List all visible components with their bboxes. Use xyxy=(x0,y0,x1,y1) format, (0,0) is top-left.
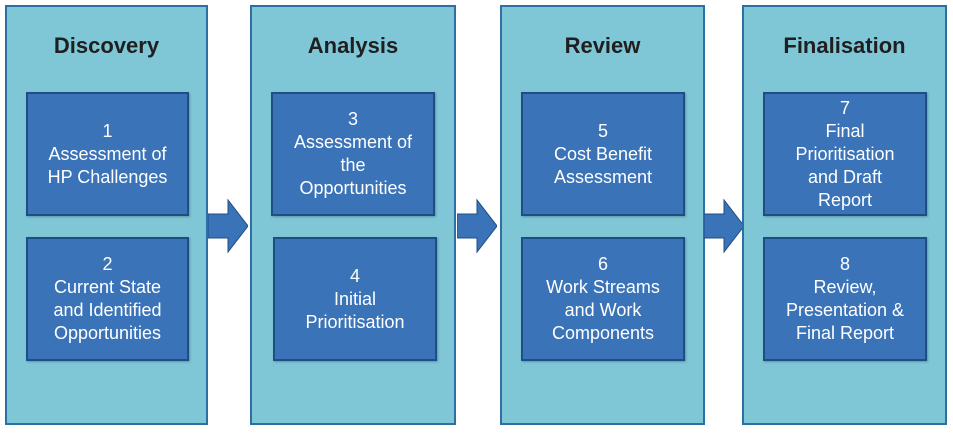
step-number: 7 xyxy=(839,97,850,118)
step-6-box: 6 Work Streams and Work Components xyxy=(521,237,685,361)
phase-discovery: Discovery 1 Assessment of HP Challenges … xyxy=(5,5,208,425)
step-label-line: Assessment of xyxy=(48,143,167,164)
step-number: 1 xyxy=(102,120,113,141)
phase-title: Discovery xyxy=(53,33,160,58)
step-8-box: 8 Review, Presentation & Final Report xyxy=(763,237,927,361)
phase-finalisation: Finalisation 7 Final Prioritisation and … xyxy=(742,5,947,425)
step-label-line: Final xyxy=(825,120,865,141)
phase-analysis: Analysis 3 Assessment of the Opportuniti… xyxy=(250,5,456,425)
step-4-box: 4 Initial Prioritisation xyxy=(273,237,437,361)
step-label-line: Assessment of xyxy=(293,132,413,152)
step-number: 6 xyxy=(597,254,608,274)
step-label-line: HP Challenges xyxy=(47,166,168,187)
right-arrow-icon xyxy=(457,198,497,254)
step-label-line: and Draft xyxy=(807,166,883,187)
step-label-line: Work Streams xyxy=(546,277,660,297)
step-number: 4 xyxy=(349,265,360,286)
arrow-shape xyxy=(457,198,497,254)
phase-title: Analysis xyxy=(307,33,399,58)
right-arrow-icon xyxy=(208,198,248,254)
arrow-shape xyxy=(208,198,248,254)
arrow-shape xyxy=(704,198,744,254)
step-7-box: 7 Final Prioritisation and Draft Report xyxy=(763,92,927,216)
step-label-line: Current State xyxy=(53,277,162,297)
step-label-line: and Identified xyxy=(53,300,162,320)
step-label-line: Assessment xyxy=(553,166,653,187)
step-label-line: Final Report xyxy=(795,323,895,343)
phase-review: Review 5 Cost Benefit Assessment 6 Work … xyxy=(500,5,705,425)
step-number: 5 xyxy=(597,120,608,141)
step-number: 8 xyxy=(839,254,850,274)
step-number: 3 xyxy=(347,109,358,129)
step-label-line: Opportunities xyxy=(53,323,162,343)
step-label-line: Initial xyxy=(333,288,377,309)
right-arrow-icon xyxy=(704,198,744,254)
step-label-line: Opportunities xyxy=(299,178,407,198)
step-1-box: 1 Assessment of HP Challenges xyxy=(26,92,189,216)
step-5-box: 5 Cost Benefit Assessment xyxy=(521,92,685,216)
step-label-line: Presentation & xyxy=(785,300,905,320)
step-2-box: 2 Current State and Identified Opportuni… xyxy=(26,237,189,361)
phase-title: Finalisation xyxy=(783,33,906,58)
step-label-line: Components xyxy=(551,323,655,343)
step-label-line: Report xyxy=(817,189,873,210)
step-label-line: and Work xyxy=(564,300,642,320)
step-label-line: Cost Benefit xyxy=(553,143,653,164)
step-label-line: Review, xyxy=(813,277,877,297)
step-label-line: Prioritisation xyxy=(305,311,405,332)
step-number: 2 xyxy=(102,254,113,274)
step-label-line: the xyxy=(340,155,366,175)
step-label-line: Prioritisation xyxy=(795,143,895,164)
step-3-box: 3 Assessment of the Opportunities xyxy=(271,92,435,216)
phase-title: Review xyxy=(564,33,641,58)
